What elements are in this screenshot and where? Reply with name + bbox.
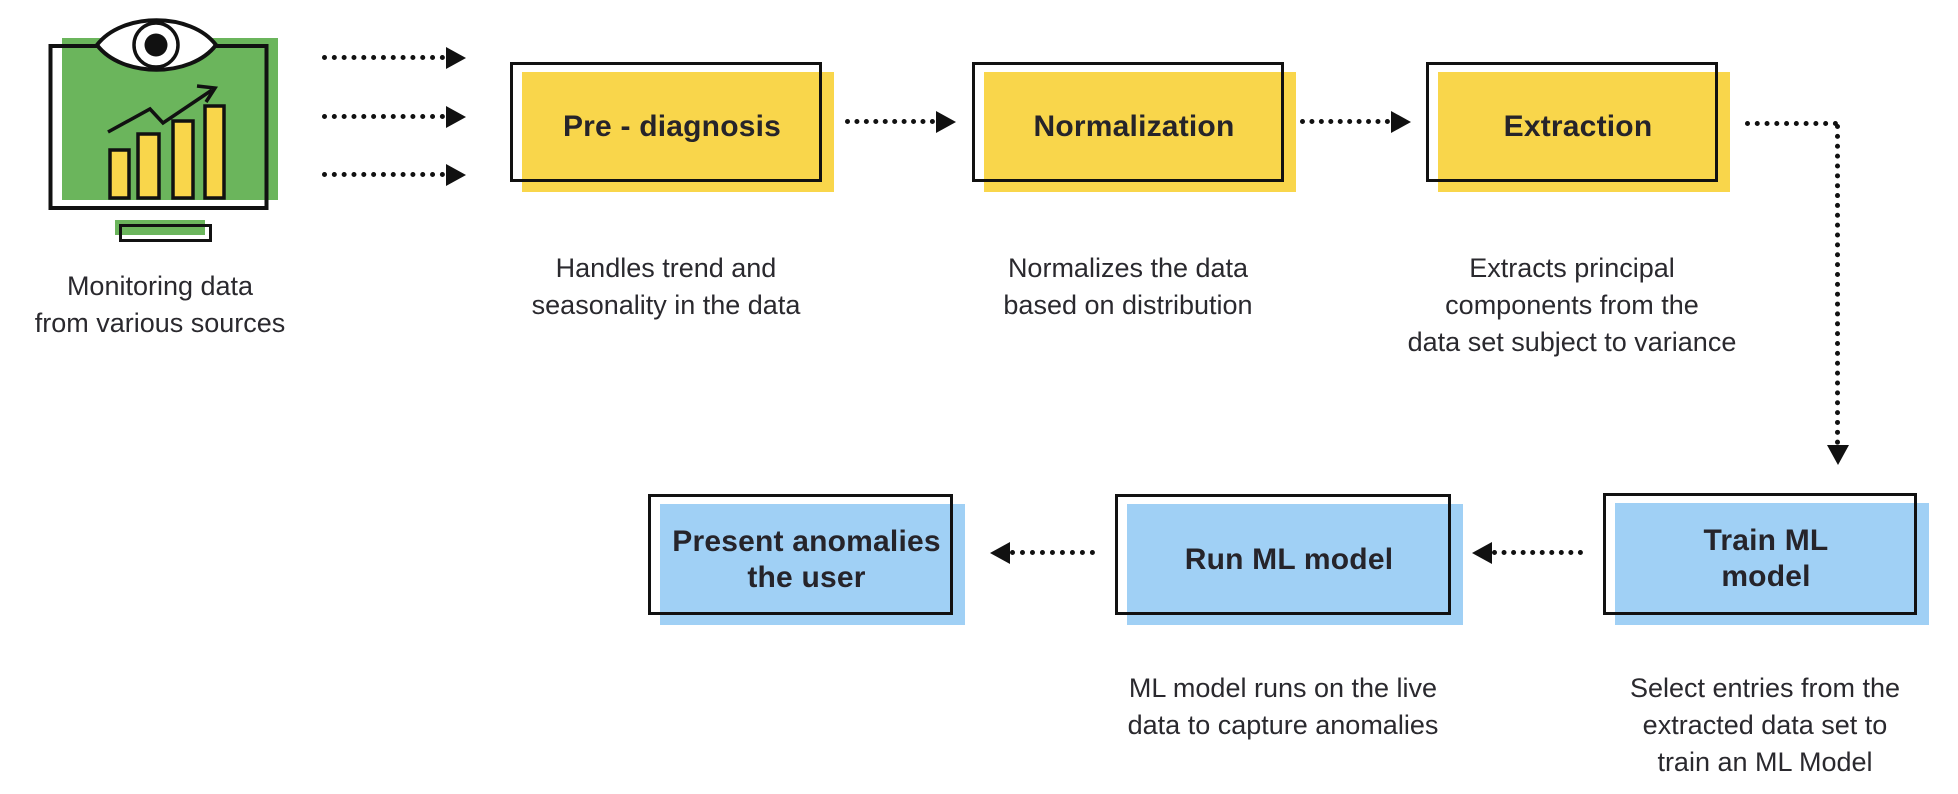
arrow-source-2-line (322, 114, 445, 119)
node-run-ml-model: Run ML model (1115, 494, 1463, 625)
arrow-pre-to-norm-head-icon (936, 111, 956, 133)
node-title: Run ML model (1184, 542, 1394, 576)
arrow-source-2-head-icon (446, 106, 466, 128)
node-title: Train ML model (1703, 524, 1829, 593)
arrow-norm-to-ext-line (1300, 119, 1390, 124)
arrow-run-to-present-head-icon (990, 542, 1010, 564)
node-present-anomalies: Present anomalies the user (648, 494, 965, 625)
node-title: Present anomalies the user (672, 524, 941, 594)
arrow-norm-to-ext-head-icon (1391, 111, 1411, 133)
node-outline (1115, 494, 1451, 615)
arrow-train-to-run-head-icon (1472, 542, 1492, 564)
monitoring-monitor-icon (48, 18, 278, 242)
caption-extraction: Extracts principal components from the d… (1407, 253, 1737, 357)
caption-normalization: Normalizes the data based on distributio… (1003, 253, 1253, 320)
arrow-train-to-run-line (1492, 550, 1583, 555)
arrow-ext-to-train-hline (1745, 121, 1838, 126)
node-fill (1615, 503, 1929, 625)
caption-pre-diagnosis: Handles trend and seasonality in the dat… (531, 253, 801, 320)
node-title: Normalization (1033, 110, 1235, 143)
node-outline (972, 62, 1284, 182)
node-outline (1603, 493, 1917, 615)
bar-chart-icon (108, 104, 226, 200)
node-fill (984, 72, 1296, 192)
arrow-source-3-line (322, 172, 445, 177)
arrow-ext-to-train-head-icon (1827, 445, 1849, 465)
node-normalization: Normalization (972, 62, 1296, 192)
monitor-stand (115, 220, 212, 242)
trend-arrow-icon (107, 84, 218, 134)
node-title: Extraction (1503, 110, 1653, 143)
caption-train-ml-model: Select entries from the extracted data s… (1629, 673, 1901, 777)
caption-run-ml-model: ML model runs on the live data to captur… (1127, 673, 1439, 740)
node-fill (1438, 72, 1730, 192)
arrow-source-1-head-icon (446, 47, 466, 69)
arrow-source-1-line (322, 55, 445, 60)
arrow-pre-to-norm-line (845, 119, 935, 124)
arrow-source-3-head-icon (446, 164, 466, 186)
arrow-run-to-present-line (1010, 550, 1095, 555)
node-outline (648, 494, 953, 615)
node-title: Pre - diagnosis (562, 110, 782, 143)
node-fill (1127, 504, 1463, 625)
eye-icon (94, 18, 219, 72)
caption-monitoring-source: Monitoring data from various sources (34, 271, 286, 338)
node-outline (1426, 62, 1718, 182)
node-outline (510, 62, 822, 182)
node-train-ml-model: Train ML model (1603, 493, 1929, 625)
node-fill (660, 504, 965, 625)
node-extraction: Extraction (1426, 62, 1730, 192)
arrow-ext-to-train-vline (1835, 124, 1840, 445)
node-fill (522, 72, 834, 192)
node-pre-diagnosis: Pre - diagnosis (510, 62, 834, 192)
